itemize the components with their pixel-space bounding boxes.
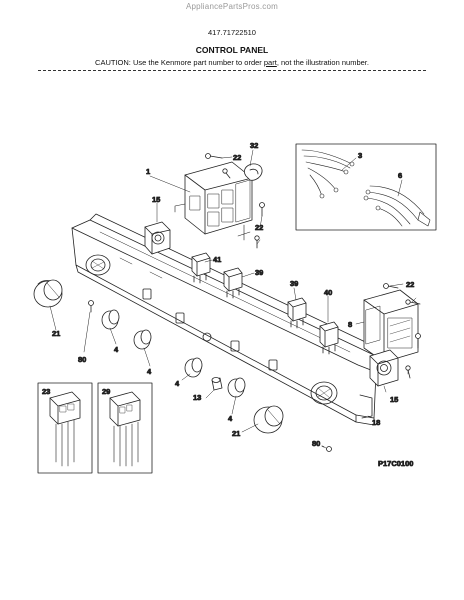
callout-18: 18 — [372, 418, 380, 427]
callout-32: 32 — [250, 141, 258, 150]
callout-21-left: 21 — [52, 329, 60, 338]
part-40-switch[interactable] — [319, 321, 339, 355]
section-title: CONTROL PANEL — [195, 45, 269, 55]
part-8-control-board[interactable] — [363, 289, 419, 363]
part-41-switch[interactable] — [191, 252, 211, 284]
callout-39-right: 39 — [290, 279, 298, 288]
part-1-control-frame[interactable] — [174, 161, 253, 241]
part-6-wire-harness[interactable] — [363, 185, 431, 227]
callout-8: 8 — [348, 320, 352, 329]
part-32-wire-clip[interactable] — [244, 163, 263, 181]
part-4-knob-c[interactable] — [184, 357, 203, 378]
callout-41: 41 — [213, 255, 221, 264]
callout-80-left: 80 — [78, 355, 86, 364]
callout-22-mid: 22 — [255, 223, 263, 232]
caution-part-link[interactable]: part — [263, 58, 277, 67]
screw-22-top[interactable] — [205, 153, 231, 179]
part-13-push-button[interactable] — [211, 377, 223, 391]
model-number: 417.71722510 — [208, 28, 256, 37]
part-3-wire-harness[interactable] — [301, 149, 355, 199]
callout-15-right: 15 — [390, 395, 398, 404]
part-21-knob-left[interactable] — [33, 279, 63, 308]
connector-23-inset[interactable] — [37, 382, 93, 474]
callout-22-top: 22 — [233, 153, 241, 162]
callout-39-center: 39 — [255, 268, 263, 277]
callout-23: 23 — [42, 387, 50, 396]
callout-29: 29 — [102, 387, 110, 396]
callout-13: 13 — [193, 393, 201, 402]
caution-prefix: CAUTION: Use the Kenmore part number to … — [95, 58, 264, 67]
part-39-switch-center[interactable] — [223, 267, 243, 299]
callout-40: 40 — [324, 288, 332, 297]
callout-21-right: 21 — [232, 429, 240, 438]
callout-4-a: 4 — [114, 345, 119, 354]
screw-22-right[interactable] — [383, 283, 421, 379]
part-80-screw-left[interactable] — [88, 300, 94, 313]
leader-lines — [49, 149, 419, 449]
part-15-selector-right[interactable] — [369, 349, 399, 387]
part-4-knob-d[interactable] — [227, 377, 246, 398]
watermark: AppliancePartsPros.com — [186, 2, 278, 11]
part-39-switch-right[interactable] — [287, 297, 307, 329]
callout-4-c: 4 — [175, 379, 180, 388]
part-4-knob-a[interactable] — [101, 309, 120, 330]
callout-22-right: 22 — [406, 280, 414, 289]
caution-note: CAUTION: Use the Kenmore part number to … — [0, 58, 464, 67]
callout-4-d: 4 — [228, 414, 233, 423]
callout-80-bottom: 80 — [312, 439, 320, 448]
part-15-selector-left[interactable] — [144, 221, 171, 255]
caution-suffix: , not the illustration number. — [276, 58, 369, 67]
callout-15-left: 15 — [152, 195, 160, 204]
part-4-knob-b[interactable] — [133, 329, 152, 350]
wire-harness-inset[interactable] — [295, 143, 437, 231]
callout-3: 3 — [358, 151, 362, 160]
callout-6: 6 — [398, 171, 402, 180]
connector-29-inset[interactable] — [97, 382, 153, 474]
callout-1: 1 — [146, 167, 150, 176]
diagram-code: P17C0100 — [378, 459, 413, 468]
header-divider — [38, 70, 426, 71]
part-21-knob-right[interactable] — [253, 405, 284, 434]
callout-4-b: 4 — [147, 367, 152, 376]
